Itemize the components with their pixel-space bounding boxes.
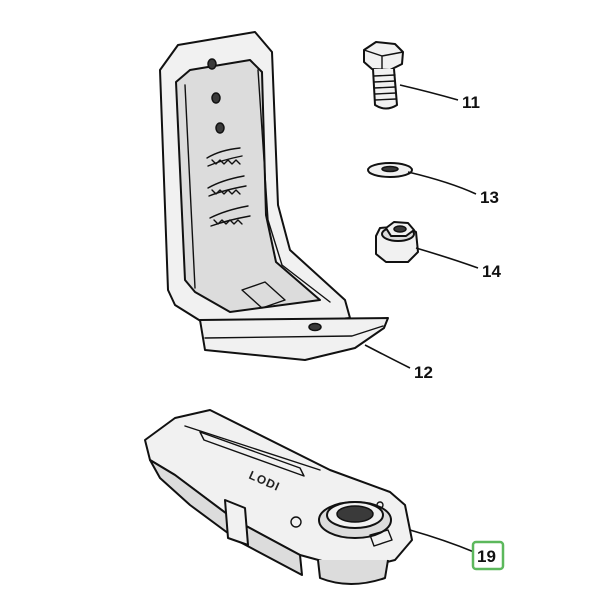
leader-lines bbox=[364, 84, 479, 553]
leader-13 bbox=[407, 171, 477, 195]
callout-13: 13 bbox=[480, 188, 499, 207]
washer-part-13 bbox=[367, 162, 413, 178]
leader-14 bbox=[415, 247, 479, 269]
bracket-part-12 bbox=[159, 31, 389, 361]
callout-12: 12 bbox=[414, 363, 433, 382]
callout-11: 11 bbox=[462, 93, 480, 112]
leader-11 bbox=[399, 84, 459, 101]
callout-19-highlight-box bbox=[471, 540, 505, 571]
leader-19 bbox=[409, 529, 475, 553]
callout-14: 14 bbox=[482, 262, 501, 281]
nut-part-14 bbox=[375, 221, 419, 263]
foot-base-part-19 bbox=[144, 409, 413, 585]
callout-19[interactable]: 19 bbox=[477, 547, 496, 566]
bolt-part-11 bbox=[363, 41, 404, 110]
leader-12 bbox=[364, 344, 411, 369]
